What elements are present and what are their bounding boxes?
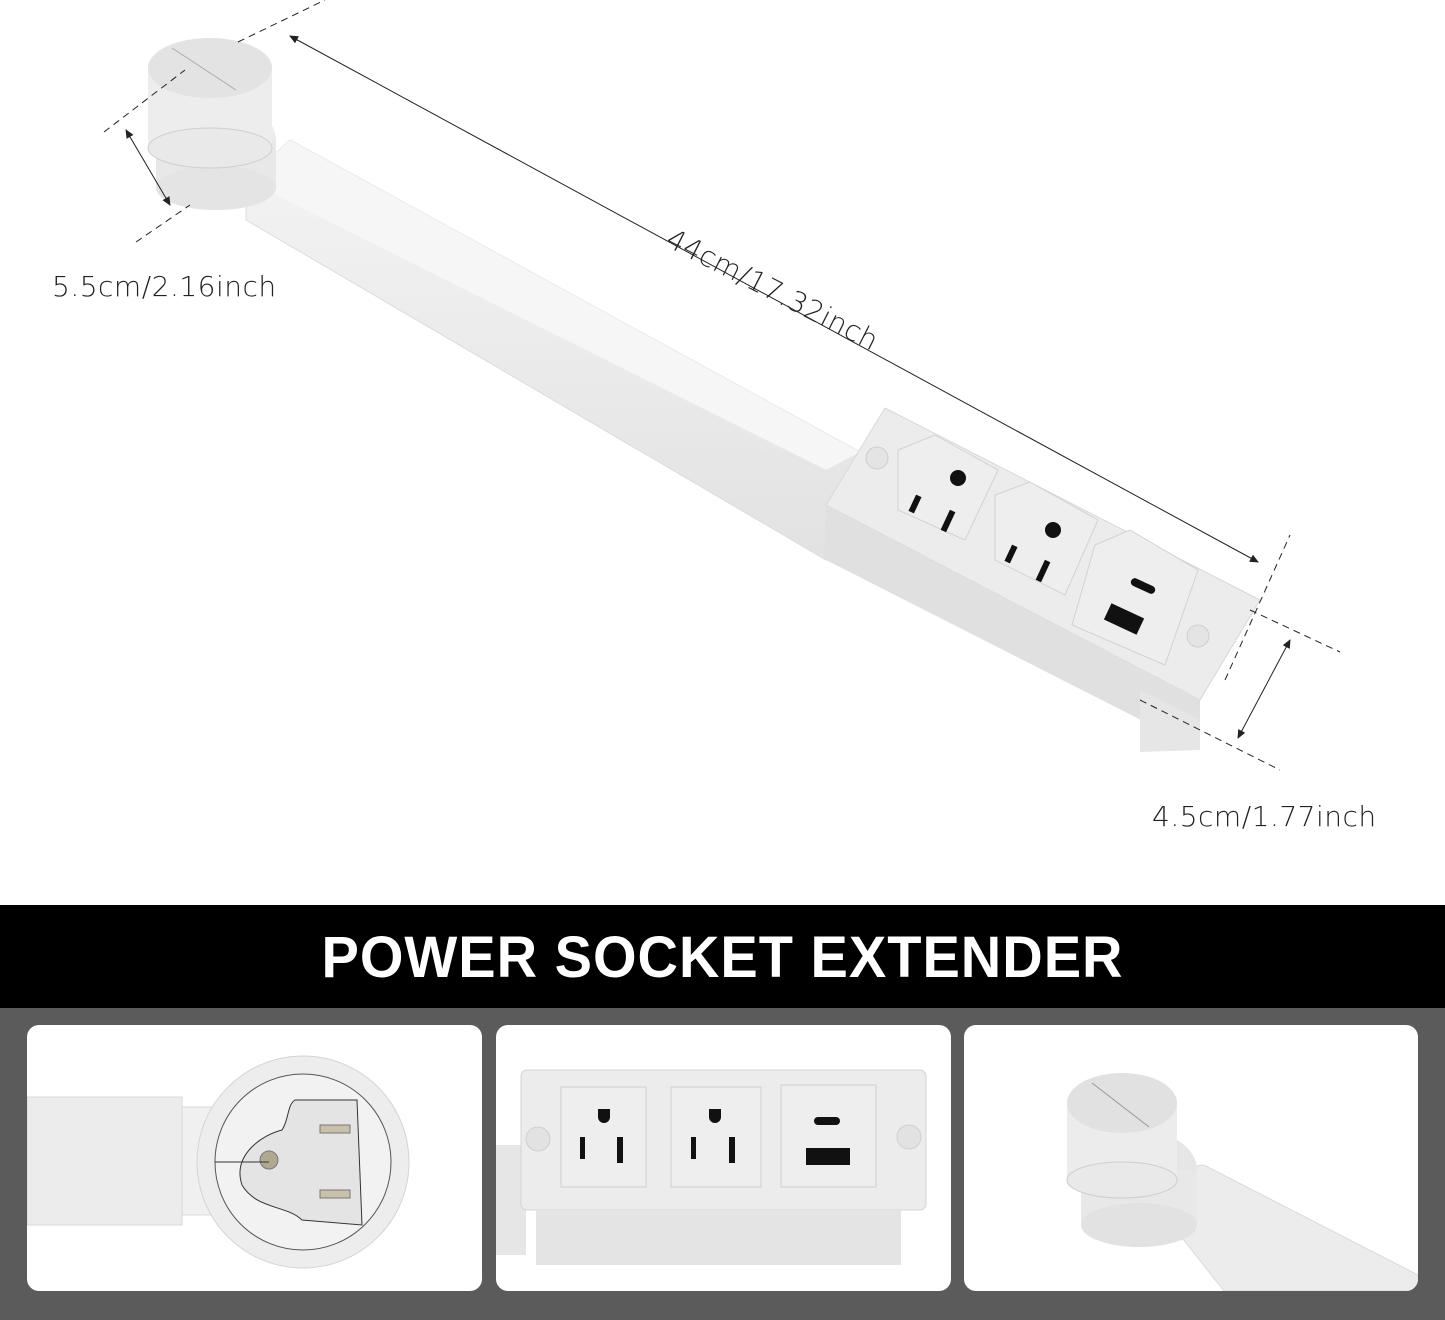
socket-box (825, 407, 1261, 752)
usb-module-icon (1071, 529, 1199, 666)
height-dimension-label: 4.5cm/1.77inch (1152, 800, 1377, 833)
product-hero: 5.5cm/2.16inch 44cm/17.32inch 4.5cm/1.77… (52, 0, 1377, 833)
thumbnail-plug-head (27, 1025, 482, 1291)
swivel-base (147, 38, 276, 210)
extender-arm (245, 139, 861, 561)
banner-title: POWER SOCKET EXTENDER (321, 923, 1124, 990)
plug-head-icon (27, 1055, 410, 1269)
title-banner: POWER SOCKET EXTENDER (0, 905, 1445, 1008)
dimension-lines (103, 0, 1341, 771)
thumbnail-outlet-panel (496, 1025, 951, 1291)
detail-gallery (0, 1008, 1445, 1320)
swivel-base-icon (1066, 1073, 1418, 1291)
product-illustration (103, 0, 1341, 771)
thumbnail-swivel-base (964, 1025, 1418, 1291)
outlet-panel-icon (496, 1069, 927, 1265)
width-dimension-label: 5.5cm/2.16inch (52, 270, 277, 303)
